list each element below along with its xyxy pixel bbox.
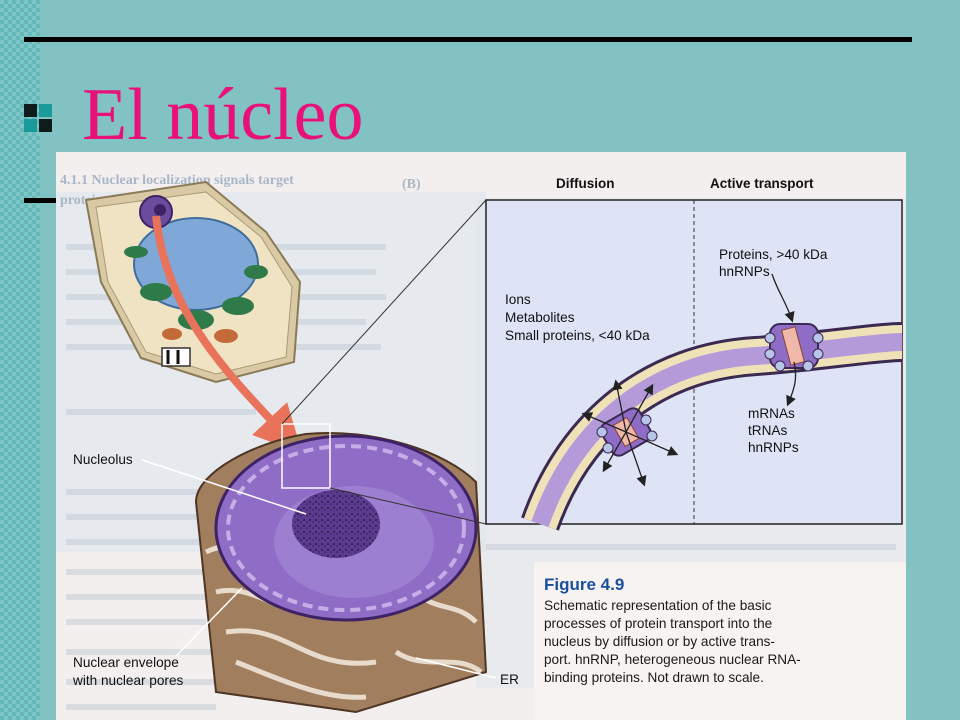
label-er: ER <box>500 672 519 687</box>
caption-line: nucleus by diffusion or by active trans- <box>544 634 775 649</box>
checker-square-icon <box>24 104 54 134</box>
active-out-item: tRNAs <box>748 423 787 438</box>
label-nucleolus: Nucleolus <box>73 452 133 467</box>
figure-drawing: 4.1.1 Nuclear localization signals targe… <box>56 152 906 720</box>
active-in-item: Proteins, >40 kDa <box>719 247 828 262</box>
bullet-cell <box>24 119 37 132</box>
active-out-item: mRNAs <box>748 406 795 421</box>
nucleus-labels: Nucleolus Nuclear envelope with nuclear … <box>72 452 519 688</box>
heading-diffusion: Diffusion <box>556 176 615 191</box>
diffusion-item: Ions <box>505 292 531 307</box>
background-line: 4.1.1 Nuclear localization signals targe… <box>60 173 294 188</box>
label-envelope: Nuclear envelope <box>73 655 179 670</box>
slide-title: El núcleo <box>82 74 364 156</box>
caption-line: processes of protein transport into the <box>544 616 772 631</box>
diffusion-item: Small proteins, <40 kDa <box>505 328 650 343</box>
active-transport-pore <box>764 323 824 372</box>
plant-cell-illustration <box>84 180 303 454</box>
zoom-lines <box>281 199 487 525</box>
title-rule <box>24 198 60 203</box>
textbook-figure-scan: 4.1.1 Nuclear localization signals targe… <box>56 152 906 720</box>
figure-caption: Figure 4.9 Schematic representation of t… <box>534 562 906 720</box>
inset-labels: Diffusion Active transport Ions Metaboli… <box>505 176 828 455</box>
bullet-cell <box>24 104 37 117</box>
background-marker: (B) <box>402 177 421 192</box>
bullet-cell <box>39 119 52 132</box>
top-rule <box>24 37 912 42</box>
label-envelope: with nuclear pores <box>72 673 184 688</box>
nucleus-illustration <box>194 423 488 714</box>
transport-inset-panel <box>485 199 903 531</box>
active-out-item: hnRNPs <box>748 440 799 455</box>
heading-active-transport: Active transport <box>710 176 814 191</box>
bullet-cell <box>39 104 52 117</box>
caption-line: binding proteins. Not drawn to scale. <box>544 670 764 685</box>
caption-line: port. hnRNP, heterogeneous nuclear RNA- <box>544 652 801 667</box>
active-in-item: hnRNPs <box>719 264 770 279</box>
caption-line: Schematic representation of the basic <box>544 598 772 613</box>
diffusion-item: Metabolites <box>505 310 575 325</box>
caption-title: Figure 4.9 <box>544 575 624 594</box>
